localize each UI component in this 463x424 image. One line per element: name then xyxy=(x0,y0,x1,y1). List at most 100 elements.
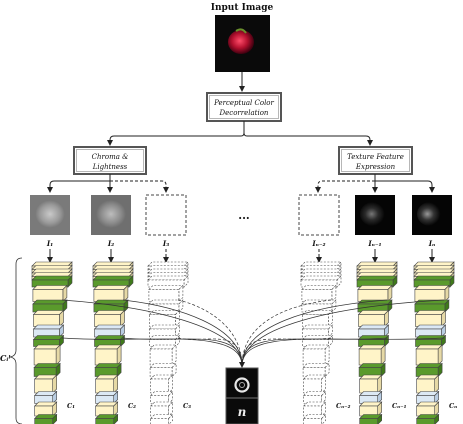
column-6-layer-8 xyxy=(414,309,447,328)
column-6-layer-5 xyxy=(413,275,455,288)
output-box: n xyxy=(225,367,259,424)
column-1-layer-11 xyxy=(33,344,61,366)
column-2-layer-6 xyxy=(93,284,129,303)
column-3-layer-16 xyxy=(149,413,174,424)
chroma-label-line2: Lightness xyxy=(92,163,128,171)
branch-connectors xyxy=(107,121,373,146)
image-labels: I₁ I₂ I₃ Iₙ₋₂ Iₙ₋₁ Iₙ xyxy=(46,239,435,248)
column-3-layer-14 xyxy=(149,390,174,405)
output-glyph: n xyxy=(238,405,247,419)
image-label-4: Iₙ₋₂ xyxy=(311,239,325,248)
column-5-layer-8 xyxy=(357,309,390,328)
column-5-layer-14 xyxy=(358,390,383,405)
column-4-layer-12 xyxy=(302,362,330,378)
texture-label-line1: Texture Feature xyxy=(347,153,404,161)
fusion-line-5-1 xyxy=(241,299,388,367)
decorrelation-label-line1: Perceptual Color xyxy=(213,99,274,107)
column-1-layer-5 xyxy=(31,275,73,288)
column-3-layer-5 xyxy=(147,275,189,288)
column-3-layer-11 xyxy=(149,344,177,366)
column-label-5: Cₙ₋₁ xyxy=(392,402,407,410)
column-1-layer-15 xyxy=(33,401,58,417)
texture-feature-box: Texture Feature Expression xyxy=(338,146,413,175)
fusion-line-6-1 xyxy=(241,299,445,367)
column-1-layer-16 xyxy=(33,413,58,424)
column-6-layer-14 xyxy=(415,390,440,405)
column-label-2: C₂ xyxy=(128,402,136,410)
image-label-3: I₃ xyxy=(162,239,169,248)
column-4-layer-11 xyxy=(302,344,330,366)
image-label-5: Iₙ₋₁ xyxy=(367,239,381,248)
column-6-layer-11 xyxy=(415,344,443,366)
column-4-layer-8 xyxy=(301,309,334,328)
fusion-connectors xyxy=(61,299,445,368)
column-1-layer-9 xyxy=(32,324,65,338)
column-4-layer-13 xyxy=(302,374,327,394)
image-i2 xyxy=(91,195,131,235)
column-3-layer-10 xyxy=(148,334,181,348)
image-label-2: I₂ xyxy=(107,239,114,248)
texture-to-images-connectors xyxy=(315,174,435,193)
fusion-line-3-1 xyxy=(177,299,243,367)
column-4-layer-15 xyxy=(302,401,327,417)
fusion-line-3-2 xyxy=(177,337,243,367)
column-label-1: C₁ xyxy=(67,402,75,410)
fusion-line-2-1 xyxy=(122,299,243,367)
column-3-layer-6 xyxy=(148,284,184,303)
fusion-line-2-2 xyxy=(122,337,243,367)
column-4-layer-10 xyxy=(301,334,334,348)
column-6-layer-16 xyxy=(415,413,440,424)
column-label-6: Cₙ xyxy=(449,402,457,410)
column-3-layer-12 xyxy=(149,362,177,378)
column-2-layer-8 xyxy=(93,309,126,328)
image-in-2-placeholder xyxy=(298,194,340,236)
column-5-layer-9 xyxy=(357,324,390,338)
chroma-lightness-box: Chroma & Lightness xyxy=(73,146,147,175)
image-i1 xyxy=(30,195,70,235)
output-ring xyxy=(234,377,250,393)
column-1-layer-14 xyxy=(33,390,58,405)
column-6-layer-6 xyxy=(414,284,450,303)
left-bracket: Cᵢˡ xyxy=(0,257,23,424)
column-5-layer-12 xyxy=(358,362,386,378)
column-6-layer-13 xyxy=(415,374,440,394)
texture-label-line2: Expression xyxy=(355,163,396,171)
chroma-to-images-connectors xyxy=(47,174,169,193)
image-label-1: I₁ xyxy=(46,239,53,248)
column-2-layer-13 xyxy=(94,374,119,394)
column-2-layer-11 xyxy=(94,344,122,366)
image-in xyxy=(412,195,452,235)
bracket-label: Cᵢˡ xyxy=(0,353,11,363)
column-5-layer-13 xyxy=(358,374,383,394)
image-i3-placeholder xyxy=(145,194,187,236)
column-2-layer-16 xyxy=(94,413,119,424)
column-3-layer-13 xyxy=(149,374,174,394)
column-5-layer-11 xyxy=(358,344,386,366)
column-1-layer-12 xyxy=(33,362,61,378)
decorrelation-box: Perceptual Color Decorrelation xyxy=(206,92,282,122)
column-1-layer-7 xyxy=(32,299,68,313)
column-4-layer-6 xyxy=(301,284,337,303)
column-1-layer-6 xyxy=(32,284,68,303)
fusion-line-6-2 xyxy=(241,337,445,367)
image-label-6: Iₙ xyxy=(428,239,435,248)
column-4-layer-14 xyxy=(302,390,327,405)
column-4-layer-16 xyxy=(302,413,327,424)
column-label-3: C₃ xyxy=(183,402,191,410)
column-6-layer-12 xyxy=(415,362,443,378)
column-2-layer-15 xyxy=(94,401,119,417)
column-6-layer-15 xyxy=(415,401,440,417)
input-image xyxy=(215,15,270,72)
column-3-layer-15 xyxy=(149,401,174,417)
column-label-4: Cₙ₋₂ xyxy=(336,402,351,410)
column-2-layer-12 xyxy=(94,362,122,378)
column-3-layer-9 xyxy=(148,324,181,338)
fusion-line-4-1 xyxy=(241,299,332,367)
image-in-1 xyxy=(355,195,395,235)
column-4-layer-5 xyxy=(300,275,342,288)
decorrelation-label-line2: Decorrelation xyxy=(219,109,269,117)
input-image-title: Input Image xyxy=(211,3,274,13)
column-1-layer-13 xyxy=(33,374,58,394)
ellipsis: ... xyxy=(238,209,250,222)
